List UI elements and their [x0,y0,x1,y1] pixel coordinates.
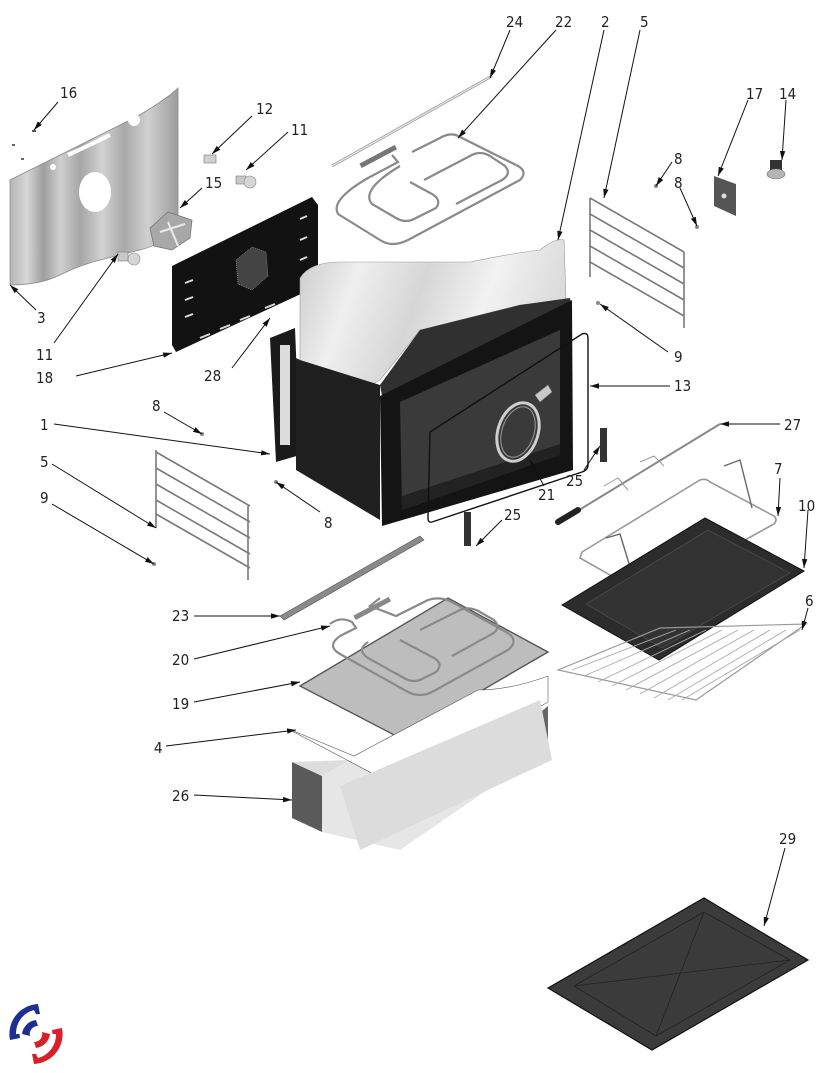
callout-8-d: 8 [324,514,333,532]
glass-plate-part [546,897,810,1051]
callout-24: 24 [506,13,523,31]
callout-18: 18 [36,369,53,387]
callout-13: 13 [674,377,691,395]
callout-1: 1 [40,416,49,434]
wire-shelf-part [555,623,809,701]
bottom-insulation-part [289,675,552,850]
callout-11-lower: 11 [36,346,53,364]
clip-25-upper-part [600,428,607,462]
lower-heating-element-part [329,596,515,697]
callout-16: 16 [60,84,77,102]
callout-6: 6 [805,592,814,610]
callout-22: 22 [555,13,572,31]
callout-5-upper: 5 [640,13,649,31]
callout-20: 20 [172,651,189,669]
door-gasket-part [427,332,589,523]
callout-2: 2 [601,13,610,31]
callout-15: 15 [205,174,222,192]
callout-8-a: 8 [674,150,683,168]
callout-29: 29 [779,830,796,848]
element-bracket-24-part [331,74,493,168]
callout-19: 19 [172,695,189,713]
side-rack-left-part [155,450,251,580]
lamp-11-upper-part [235,175,257,189]
lamp-holder-12-part [203,154,217,164]
brand-logo [9,1004,63,1064]
thermostat-bracket-part [714,176,736,216]
callout-27: 27 [784,416,801,434]
fan-blade-part [149,211,193,251]
circular-element-part [495,384,553,463]
bottom-plate-part [298,597,550,739]
callout-17: 17 [746,85,763,103]
callout-14: 14 [779,85,796,103]
rotisserie-spit-part [555,423,721,525]
callout-26: 26 [172,787,189,805]
callout-8-b: 8 [674,174,683,192]
leader-lines [9,29,809,927]
side-rack-right-part [589,197,685,328]
callout-3: 3 [37,309,46,327]
callout-8-c: 8 [152,397,161,415]
callout-28: 28 [204,367,221,385]
callout-25-lower: 25 [504,506,521,524]
thermostat-part [766,160,786,180]
callout-9-upper: 9 [674,348,683,366]
rear-panel-part [9,87,179,286]
callout-7: 7 [774,460,783,478]
upper-heating-element-part [335,133,525,246]
baking-tray-part [561,517,806,661]
fan-cover-part [172,197,318,352]
callout-12: 12 [256,100,273,118]
lower-element-bracket-part [279,535,425,621]
callout-21: 21 [538,486,555,504]
callout-11-upper: 11 [291,121,308,139]
clip-25-lower-part [464,512,471,546]
oven-cavity-part [270,298,573,526]
clip-16-part [32,130,36,132]
callout-labels: 16 12 11 15 3 11 18 28 24 22 2 5 17 14 8… [36,13,815,848]
callout-10: 10 [798,497,815,515]
callout-5-lower: 5 [40,453,49,471]
callout-25-upper: 25 [566,472,583,490]
callout-23: 23 [172,607,189,625]
callout-4: 4 [154,739,163,757]
lamp-11-lower-part [117,251,141,266]
callout-9-lower: 9 [40,489,49,507]
